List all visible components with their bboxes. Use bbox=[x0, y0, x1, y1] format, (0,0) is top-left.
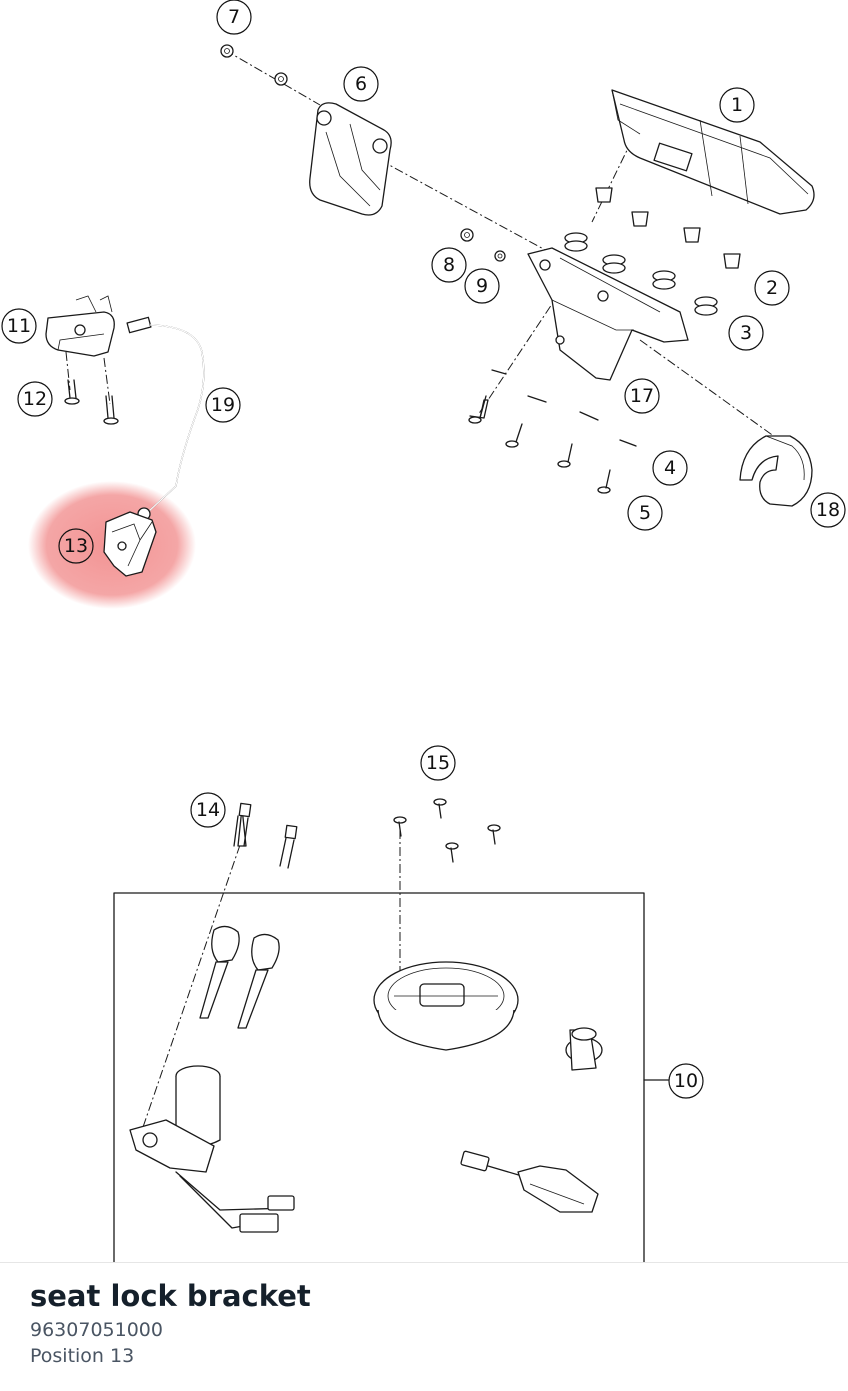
leader-lines-upper bbox=[224, 49, 783, 443]
svg-text:19: 19 bbox=[211, 394, 235, 416]
svg-text:9: 9 bbox=[476, 275, 488, 297]
svg-text:12: 12 bbox=[23, 388, 47, 410]
svg-text:11: 11 bbox=[7, 315, 31, 337]
ignition-keys bbox=[199, 925, 280, 1029]
callout-10[interactable]: 10 bbox=[668, 1063, 704, 1099]
svg-text:4: 4 bbox=[664, 457, 676, 479]
part-2-grommets bbox=[595, 187, 741, 269]
part-14-bolts bbox=[141, 802, 298, 1131]
svg-text:6: 6 bbox=[355, 73, 367, 95]
callout-19[interactable]: 19 bbox=[205, 387, 241, 423]
part-number: 96307051000 bbox=[30, 1319, 163, 1341]
callout-3[interactable]: 3 bbox=[728, 315, 764, 351]
part-5-bolts bbox=[468, 395, 611, 494]
callout-7[interactable]: 7 bbox=[216, 0, 252, 35]
callout-12[interactable]: 12 bbox=[17, 381, 53, 417]
svg-text:8: 8 bbox=[443, 254, 455, 276]
part-3-dampers bbox=[564, 232, 718, 316]
part-info-panel: seat lock bracket 96307051000 Position 1… bbox=[0, 1262, 848, 1391]
callout-11[interactable]: 11 bbox=[1, 308, 37, 344]
svg-text:5: 5 bbox=[639, 502, 651, 524]
svg-text:7: 7 bbox=[228, 6, 240, 28]
part-10-lock-set-frame bbox=[113, 892, 669, 1262]
part-11-seat-lock bbox=[45, 295, 115, 357]
callout-1[interactable]: 1 bbox=[719, 87, 755, 123]
fuel-tank-cap bbox=[373, 961, 519, 1051]
svg-text:15: 15 bbox=[426, 752, 450, 774]
svg-text:2: 2 bbox=[766, 277, 778, 299]
part-4-pins bbox=[491, 369, 637, 447]
immobilizer-antenna bbox=[460, 1150, 599, 1213]
callout-18[interactable]: 18 bbox=[810, 492, 846, 528]
part-18-clamp bbox=[739, 435, 813, 507]
svg-text:13: 13 bbox=[64, 535, 88, 557]
part-15-screws bbox=[393, 798, 501, 990]
callout-15[interactable]: 15 bbox=[420, 745, 456, 781]
part-12-bolts bbox=[64, 351, 119, 425]
callout-8[interactable]: 8 bbox=[431, 247, 467, 283]
callout-14[interactable]: 14 bbox=[190, 792, 226, 828]
svg-text:17: 17 bbox=[630, 385, 654, 407]
part-position: Position 13 bbox=[30, 1345, 135, 1367]
ignition-lock bbox=[129, 1065, 295, 1233]
callout-6[interactable]: 6 bbox=[343, 66, 379, 102]
part-7-screws bbox=[220, 44, 288, 86]
callout-4[interactable]: 4 bbox=[652, 450, 688, 486]
svg-text:1: 1 bbox=[731, 94, 743, 116]
callout-9[interactable]: 9 bbox=[464, 268, 500, 304]
parts-diagram: 7 6 1 8 9 2 3 17 4 5 18 11 12 19 13 15 1… bbox=[1, 0, 846, 1262]
svg-text:14: 14 bbox=[196, 799, 220, 821]
part-6-cover bbox=[309, 102, 392, 216]
callout-5[interactable]: 5 bbox=[627, 495, 663, 531]
part-1-instrument-cluster bbox=[611, 89, 815, 215]
svg-text:18: 18 bbox=[816, 499, 840, 521]
part-name: seat lock bracket bbox=[30, 1279, 311, 1313]
seat-lock-cylinder bbox=[565, 1027, 603, 1071]
svg-text:3: 3 bbox=[740, 322, 752, 344]
part-8-nut bbox=[460, 228, 474, 242]
callout-17[interactable]: 17 bbox=[624, 378, 660, 414]
callout-13[interactable]: 13 bbox=[58, 528, 94, 564]
callout-2[interactable]: 2 bbox=[754, 270, 790, 306]
part-17-holder bbox=[527, 247, 689, 381]
part-9-washer bbox=[494, 250, 506, 262]
part-13-seat-lock-bracket bbox=[103, 511, 157, 577]
svg-text:10: 10 bbox=[674, 1070, 698, 1092]
